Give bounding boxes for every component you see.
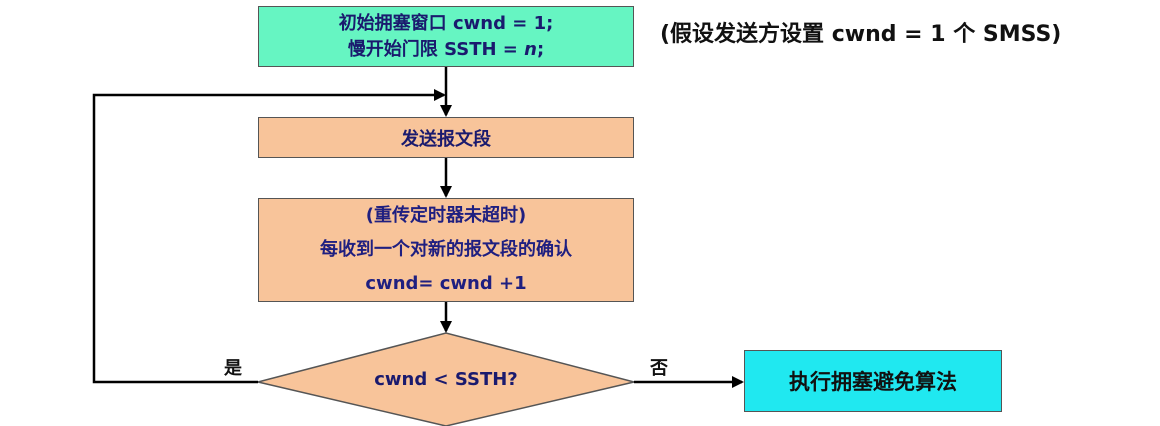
initial-ssth-text: 慢开始门限 SSTH =	[347, 38, 525, 60]
ack-condition-text: (重传定时器未超时)	[365, 205, 527, 226]
congestion-avoidance-text: 执行拥塞避免算法	[789, 370, 957, 394]
yes-label: 是	[224, 358, 242, 379]
initial-state-box: 初始拥塞窗口 cwnd = 1; 慢开始门限 SSTH = n;	[258, 6, 634, 67]
ack-event-text: 每收到一个对新的报文段的确认	[320, 239, 572, 260]
initial-ssth-line: 慢开始门限 SSTH = n;	[348, 37, 544, 63]
ack-received-box: (重传定时器未超时) 每收到一个对新的报文段的确认 cwnd= cwnd +1	[258, 198, 634, 302]
cwnd-increment-text: cwnd= cwnd +1	[365, 273, 527, 294]
initial-ssth-suffix: ;	[536, 38, 545, 60]
send-segment-text: 发送报文段	[401, 128, 491, 150]
arrow-yes-loop	[92, 89, 446, 384]
congestion-avoidance-box: 执行拥塞避免算法	[744, 350, 1002, 412]
send-segment-box: 发送报文段	[258, 117, 634, 158]
decision-text: cwnd < SSTH?	[374, 369, 518, 390]
ssth-variable: n	[524, 38, 537, 60]
assumption-note: (假设发送方设置 cwnd = 1 个 SMSS)	[660, 22, 1062, 47]
initial-cwnd-text: 初始拥塞窗口 cwnd = 1;	[338, 12, 554, 34]
no-label: 否	[650, 358, 668, 379]
